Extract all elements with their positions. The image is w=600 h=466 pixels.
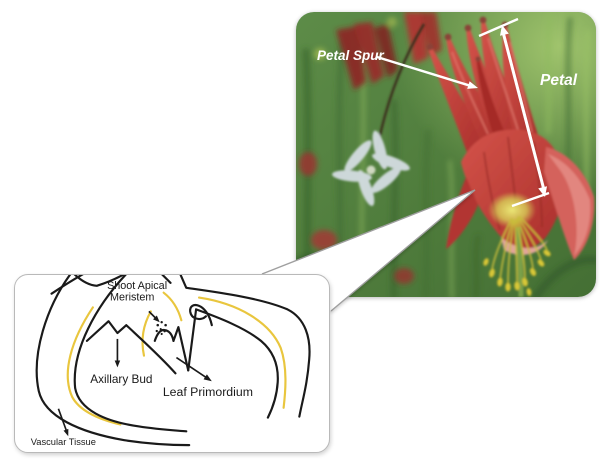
axillary-arrowhead xyxy=(114,360,121,368)
photo-annotations: Petal Spur Petal xyxy=(317,17,578,208)
label-arrows xyxy=(57,310,212,437)
petal-extent-arrow xyxy=(478,17,550,208)
stamen-filaments xyxy=(491,215,548,285)
columbine-photo-art: Petal Spur Petal xyxy=(296,12,596,297)
leaf-primordium-label: Leaf Primordium xyxy=(163,385,253,399)
meristem-dots xyxy=(155,321,167,336)
sam-arrowhead xyxy=(153,315,160,323)
shoot-apical-meristem-label-line1: Shoot Apical xyxy=(107,280,167,292)
vascular-strands xyxy=(66,291,287,426)
petal-spur-label: Petal Spur xyxy=(317,48,385,63)
shoot-apex-sketch: Shoot Apical Meristem Axillary Bud Leaf … xyxy=(31,275,311,447)
sketch-outlines xyxy=(35,275,311,447)
shoot-apex-diagram-panel: Shoot Apical Meristem Axillary Bud Leaf … xyxy=(14,274,330,453)
vascular-arrowhead xyxy=(63,428,69,437)
leaf-primordium-arrowhead xyxy=(203,374,212,382)
axillary-bud-label: Axillary Bud xyxy=(90,372,152,386)
spur-highlights xyxy=(451,37,533,135)
flower-body xyxy=(461,129,564,250)
right-sepal-highlight xyxy=(548,154,591,256)
stamen-anthers xyxy=(483,249,551,297)
vascular-tissue-label: Vascular Tissue xyxy=(31,437,96,447)
petal-spur-arrow xyxy=(376,55,478,89)
petal-label: Petal xyxy=(540,72,578,89)
shoot-apical-meristem-label-line2: Meristem xyxy=(110,292,154,304)
flower-stalk xyxy=(515,226,524,297)
columbine-photo: Petal Spur Petal xyxy=(296,12,596,297)
main-flower xyxy=(426,16,595,297)
skirt-rim xyxy=(501,237,548,255)
